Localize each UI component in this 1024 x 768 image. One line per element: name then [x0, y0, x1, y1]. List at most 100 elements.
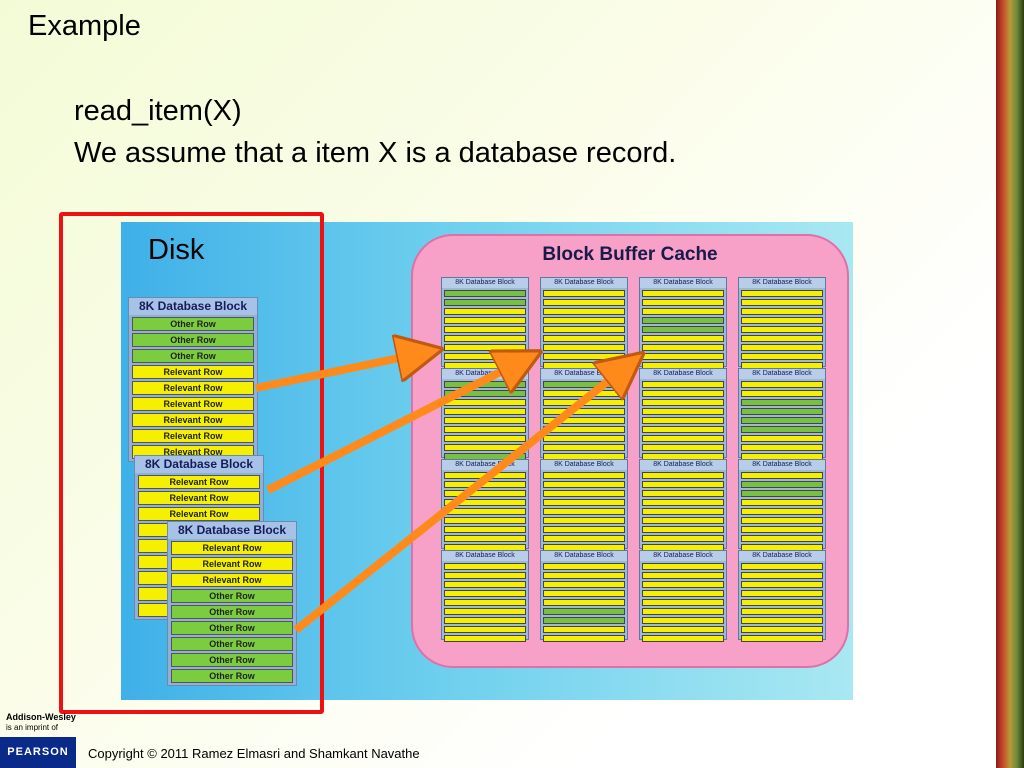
- cache-row: [642, 435, 724, 442]
- cache-block-header: 8K Database Block: [541, 369, 627, 379]
- cache-row: [741, 517, 823, 524]
- cache-row: [741, 317, 823, 324]
- other-row: Other Row: [171, 669, 293, 683]
- relevant-row: Relevant Row: [138, 475, 260, 489]
- cache-row: [741, 417, 823, 424]
- cache-row: [642, 517, 724, 524]
- cache-row: [741, 390, 823, 397]
- cache-row: [642, 472, 724, 479]
- cache-row: [444, 526, 526, 533]
- cache-row: [741, 426, 823, 433]
- cache-row: [543, 617, 625, 624]
- cache-block-header: 8K Database Block: [739, 551, 825, 561]
- cache-row: [543, 299, 625, 306]
- cache-row: [543, 572, 625, 579]
- cache-row: [642, 344, 724, 351]
- cache-block: 8K Database Block: [738, 459, 826, 551]
- cache-block-header: 8K Database Block: [640, 278, 726, 288]
- cache-block: 8K Database Block: [639, 277, 727, 369]
- relevant-row: Relevant Row: [132, 429, 254, 443]
- cache-row: [543, 517, 625, 524]
- relevant-row: Relevant Row: [171, 541, 293, 555]
- cache-row: [741, 299, 823, 306]
- cache-row: [741, 308, 823, 315]
- cache-row: [444, 572, 526, 579]
- decorative-sidebar: [996, 0, 1024, 768]
- cache-row: [741, 408, 823, 415]
- cache-row: [543, 435, 625, 442]
- cache-block-header: 8K Database Block: [541, 278, 627, 288]
- cache-row: [642, 590, 724, 597]
- cache-row: [543, 408, 625, 415]
- cache-row: [543, 472, 625, 479]
- cache-block: 8K Database Block: [441, 277, 529, 369]
- cache-row: [741, 508, 823, 515]
- arrow-1: [255, 352, 428, 392]
- cache-block: 8K Database Block: [540, 368, 628, 460]
- cache-row: [642, 499, 724, 506]
- cache-row: [741, 599, 823, 606]
- cache-row: [444, 499, 526, 506]
- cache-block: 8K Database Block: [639, 550, 727, 642]
- cache-row: [543, 626, 625, 633]
- cache-row: [543, 581, 625, 588]
- cache-row: [642, 599, 724, 606]
- cache-block: 8K Database Block: [738, 550, 826, 642]
- cache-row: [642, 335, 724, 342]
- cache-row: [642, 299, 724, 306]
- cache-row: [543, 417, 625, 424]
- block-header: 8K Database Block: [168, 522, 296, 539]
- other-row: Other Row: [171, 605, 293, 619]
- cache-row: [741, 617, 823, 624]
- assumption-text: We assume that a item X is a database re…: [74, 137, 677, 169]
- cache-row: [444, 626, 526, 633]
- cache-row: [642, 508, 724, 515]
- cache-row: [642, 426, 724, 433]
- cache-row: [642, 481, 724, 488]
- cache-row: [741, 481, 823, 488]
- other-row: Other Row: [171, 589, 293, 603]
- relevant-row: Relevant Row: [171, 573, 293, 587]
- other-row: Other Row: [171, 637, 293, 651]
- cache-row: [543, 508, 625, 515]
- cache-row: [543, 499, 625, 506]
- cache-row: [642, 526, 724, 533]
- cache-block-header: 8K Database Block: [739, 369, 825, 379]
- cache-title: Block Buffer Cache: [542, 244, 718, 265]
- cache-block-header: 8K Database Block: [442, 551, 528, 561]
- cache-row: [642, 563, 724, 570]
- cache-block-header: 8K Database Block: [541, 551, 627, 561]
- arrow-3: [293, 362, 632, 634]
- cache-row: [543, 599, 625, 606]
- cache-row: [543, 335, 625, 342]
- cache-row: [444, 426, 526, 433]
- other-row: Other Row: [171, 653, 293, 667]
- disk-label: Disk: [148, 234, 205, 266]
- cache-row: [444, 599, 526, 606]
- cache-row: [642, 290, 724, 297]
- cache-row: [543, 608, 625, 615]
- cache-row: [741, 581, 823, 588]
- relevant-row: Relevant Row: [132, 381, 254, 395]
- cache-block-header: 8K Database Block: [442, 278, 528, 288]
- cache-row: [741, 535, 823, 542]
- other-row: Other Row: [132, 317, 254, 331]
- cache-row: [444, 608, 526, 615]
- slide-heading: Example: [28, 10, 141, 42]
- cache-row: [642, 608, 724, 615]
- relevant-row: Relevant Row: [138, 507, 260, 521]
- cache-row: [642, 399, 724, 406]
- relevant-row: Relevant Row: [171, 557, 293, 571]
- cache-row: [642, 326, 724, 333]
- cache-block-header: 8K Database Block: [442, 369, 528, 379]
- cache-row: [741, 290, 823, 297]
- read-item-text: read_item(X): [74, 95, 242, 127]
- cache-row: [741, 626, 823, 633]
- cache-row: [741, 344, 823, 351]
- cache-row: [741, 526, 823, 533]
- cache-row: [741, 499, 823, 506]
- cache-row: [741, 335, 823, 342]
- cache-row: [642, 490, 724, 497]
